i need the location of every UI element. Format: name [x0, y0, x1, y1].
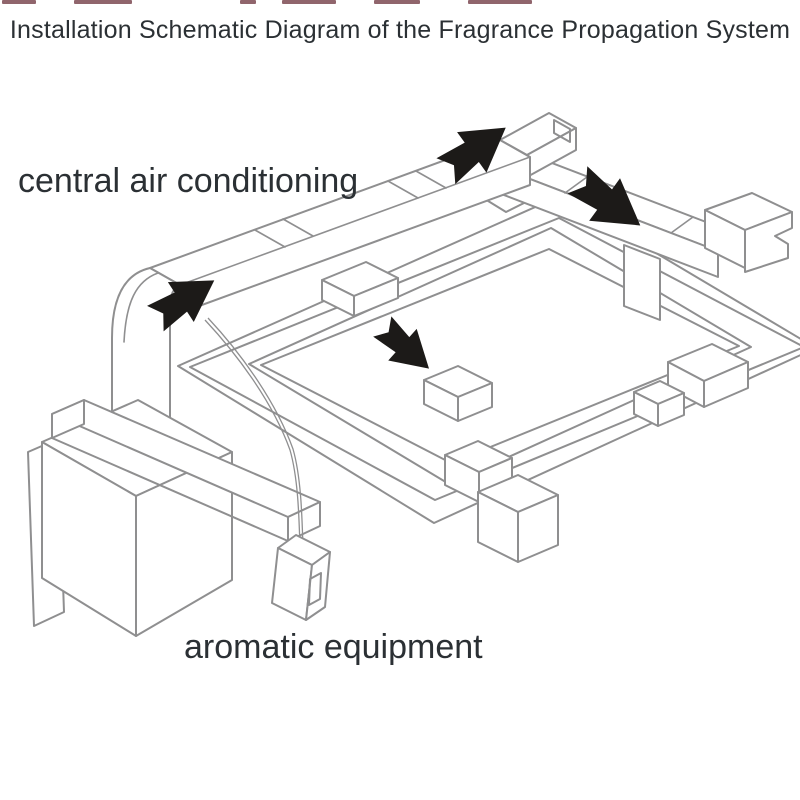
notched-duct-end	[704, 192, 793, 273]
drop-vent	[444, 440, 559, 563]
flow-arrow-4	[373, 316, 430, 369]
diffuser-cable	[204, 317, 304, 549]
aromatic-equipment-device	[271, 534, 331, 621]
central-air-conditioning-unit	[27, 399, 321, 637]
branch-duct-rings	[177, 195, 800, 524]
flow-arrow-3	[567, 166, 641, 226]
flow-arrow-1	[147, 280, 215, 332]
flow-arrow-2	[436, 127, 506, 185]
diagram-title: Installation Schematic Diagram of the Fr…	[9, 16, 791, 44]
label-aromatic-equipment: aromatic equipment	[184, 628, 483, 666]
airflow-arrows	[147, 127, 641, 369]
clipped-text-fragments	[0, 0, 800, 6]
vent-blocks	[321, 261, 749, 427]
label-central-air-conditioning: central air conditioning	[18, 162, 359, 200]
